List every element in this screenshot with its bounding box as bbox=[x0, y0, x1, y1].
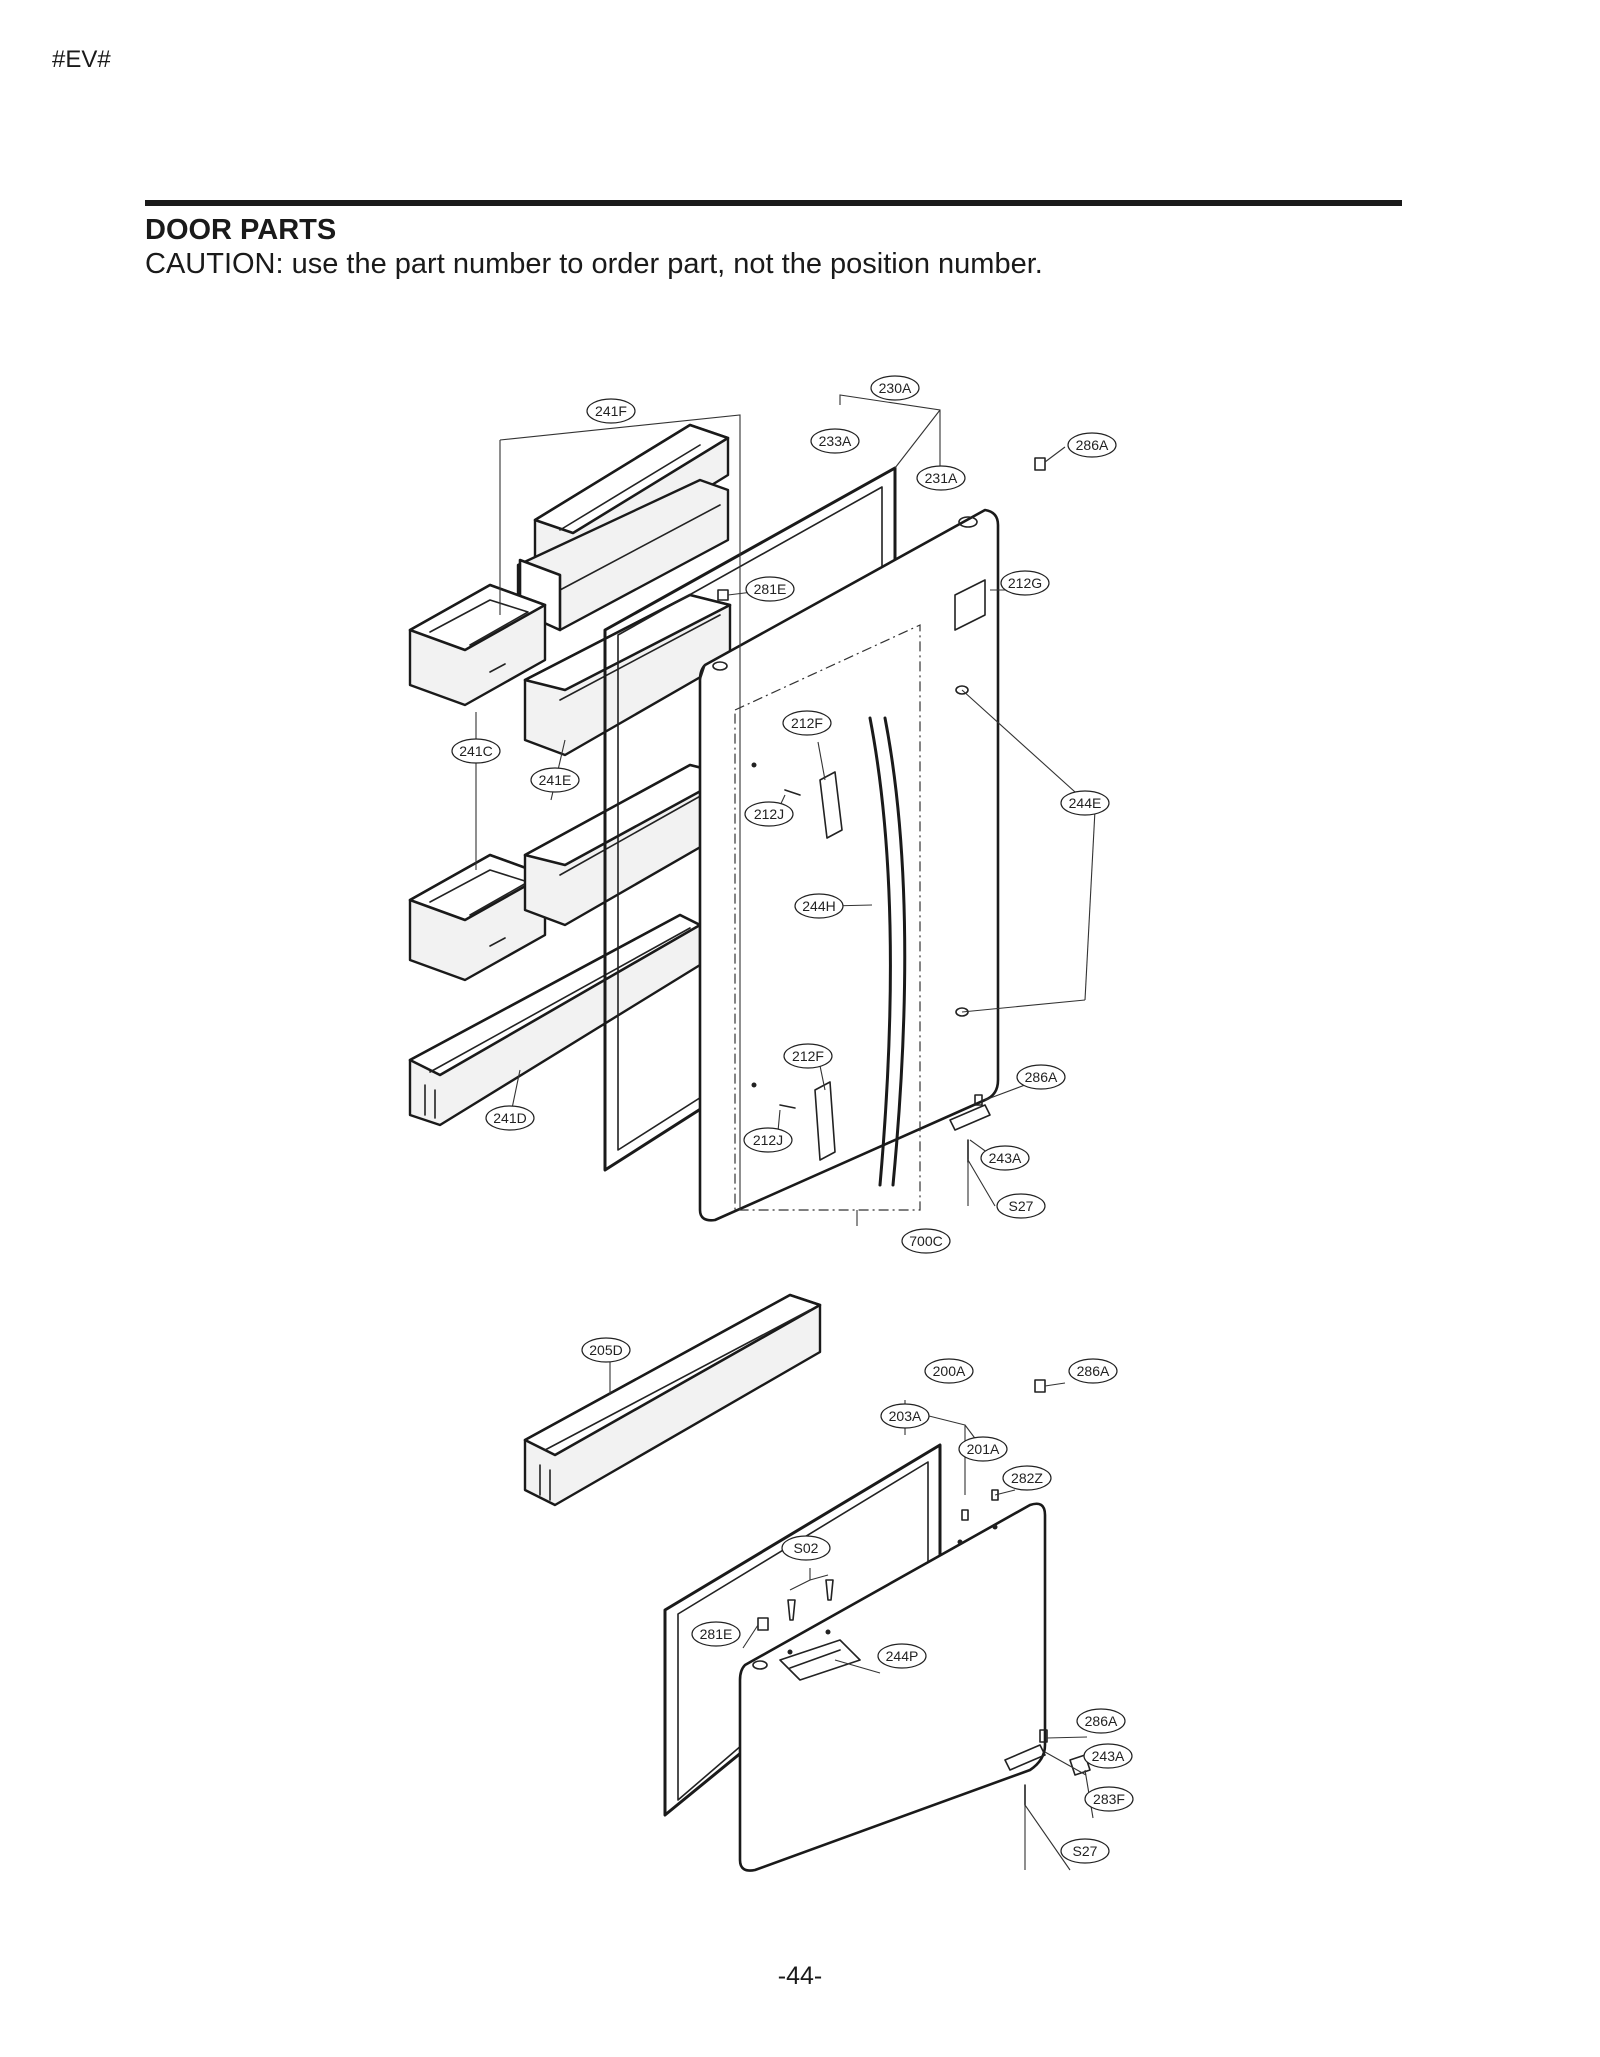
svg-text:286A: 286A bbox=[1077, 1363, 1110, 1379]
callout-200A: 200A bbox=[924, 1358, 974, 1384]
svg-text:231A: 231A bbox=[925, 470, 958, 486]
svg-text:241D: 241D bbox=[493, 1110, 526, 1126]
svg-text:281E: 281E bbox=[754, 581, 787, 597]
svg-text:S27: S27 bbox=[1073, 1843, 1098, 1859]
door-panel-201a bbox=[738, 1379, 1091, 1872]
svg-text:230A: 230A bbox=[879, 380, 912, 396]
callout-212G: 212G bbox=[1000, 570, 1050, 596]
svg-text:233A: 233A bbox=[819, 433, 852, 449]
document-code: #EV# bbox=[52, 46, 111, 73]
callout-S27-upper: S27 bbox=[996, 1193, 1046, 1219]
callout-212J-lower: 212J bbox=[743, 1127, 793, 1153]
svg-text:212G: 212G bbox=[1008, 575, 1042, 591]
svg-text:200A: 200A bbox=[933, 1363, 966, 1379]
header-rule bbox=[145, 200, 1402, 206]
door-bin-205d bbox=[523, 1293, 822, 1507]
callout-233A: 233A bbox=[810, 428, 860, 454]
svg-text:283F: 283F bbox=[1093, 1791, 1125, 1807]
callout-S27-lower: S27 bbox=[1060, 1838, 1110, 1864]
svg-text:243A: 243A bbox=[989, 1150, 1022, 1166]
callout-244H: 244H bbox=[794, 893, 844, 919]
callout-231A: 231A bbox=[916, 465, 966, 491]
svg-text:286A: 286A bbox=[1076, 437, 1109, 453]
callout-281E-lower: 281E bbox=[691, 1621, 741, 1647]
svg-text:S02: S02 bbox=[794, 1540, 819, 1556]
svg-text:244P: 244P bbox=[886, 1648, 919, 1664]
svg-text:241F: 241F bbox=[595, 403, 627, 419]
svg-text:201A: 201A bbox=[967, 1441, 1000, 1457]
callout-241E: 241E bbox=[530, 767, 580, 793]
svg-text:286A: 286A bbox=[1025, 1069, 1058, 1085]
callout-201A: 201A bbox=[958, 1436, 1008, 1462]
svg-text:700C: 700C bbox=[909, 1233, 942, 1249]
callout-S02: S02 bbox=[781, 1535, 831, 1561]
upper-door-assembly bbox=[408, 394, 1096, 1226]
svg-text:S27: S27 bbox=[1009, 1198, 1034, 1214]
callout-286A-lower-top: 286A bbox=[1068, 1358, 1118, 1384]
svg-text:212F: 212F bbox=[791, 715, 823, 731]
door-bin-241e-lower bbox=[523, 763, 732, 927]
svg-text:212J: 212J bbox=[754, 806, 784, 822]
svg-text:241E: 241E bbox=[539, 772, 572, 788]
lower-door-assembly bbox=[523, 1293, 1094, 1872]
callout-241F: 241F bbox=[586, 398, 636, 424]
caution-note: CAUTION: use the part number to order pa… bbox=[145, 248, 1043, 280]
svg-text:282Z: 282Z bbox=[1011, 1470, 1043, 1486]
callout-212J-upper: 212J bbox=[744, 801, 794, 827]
svg-text:243A: 243A bbox=[1092, 1748, 1125, 1764]
svg-text:203A: 203A bbox=[889, 1408, 922, 1424]
callout-243A-upper: 243A bbox=[980, 1145, 1030, 1171]
callout-282Z: 282Z bbox=[1002, 1465, 1052, 1491]
callout-244P: 244P bbox=[877, 1643, 927, 1669]
callout-283F: 283F bbox=[1084, 1786, 1134, 1812]
page-number: -44- bbox=[777, 1962, 823, 1990]
callout-203A: 203A bbox=[880, 1403, 930, 1429]
door-bin-241c-lower bbox=[408, 853, 547, 982]
callout-243A-lower: 243A bbox=[1083, 1743, 1133, 1769]
svg-text:244E: 244E bbox=[1069, 795, 1102, 811]
svg-text:244H: 244H bbox=[802, 898, 835, 914]
svg-text:205D: 205D bbox=[589, 1342, 622, 1358]
callout-286A-hinge: 286A bbox=[1016, 1064, 1066, 1090]
door-panel-231a bbox=[698, 457, 1046, 1222]
callout-286A-lower-hinge: 286A bbox=[1076, 1708, 1126, 1734]
callout-244E: 244E bbox=[1060, 790, 1110, 816]
callout-281E-upper: 281E bbox=[745, 576, 795, 602]
callout-212F-upper: 212F bbox=[782, 710, 832, 736]
svg-text:241C: 241C bbox=[459, 743, 492, 759]
callout-286A-top: 286A bbox=[1067, 432, 1117, 458]
door-bin-241c-upper bbox=[408, 583, 547, 707]
callout-230A: 230A bbox=[870, 375, 920, 401]
callout-700C: 700C bbox=[901, 1228, 951, 1254]
section-title: DOOR PARTS bbox=[145, 214, 337, 246]
svg-text:212F: 212F bbox=[792, 1048, 824, 1064]
callout-241C: 241C bbox=[451, 738, 501, 764]
svg-text:212J: 212J bbox=[753, 1132, 783, 1148]
svg-text:286A: 286A bbox=[1085, 1713, 1118, 1729]
callout-212F-lower: 212F bbox=[783, 1043, 833, 1069]
svg-text:281E: 281E bbox=[700, 1626, 733, 1642]
callout-241D: 241D bbox=[485, 1105, 535, 1131]
door-bin-241f bbox=[516, 423, 730, 632]
callout-205D: 205D bbox=[581, 1337, 631, 1363]
